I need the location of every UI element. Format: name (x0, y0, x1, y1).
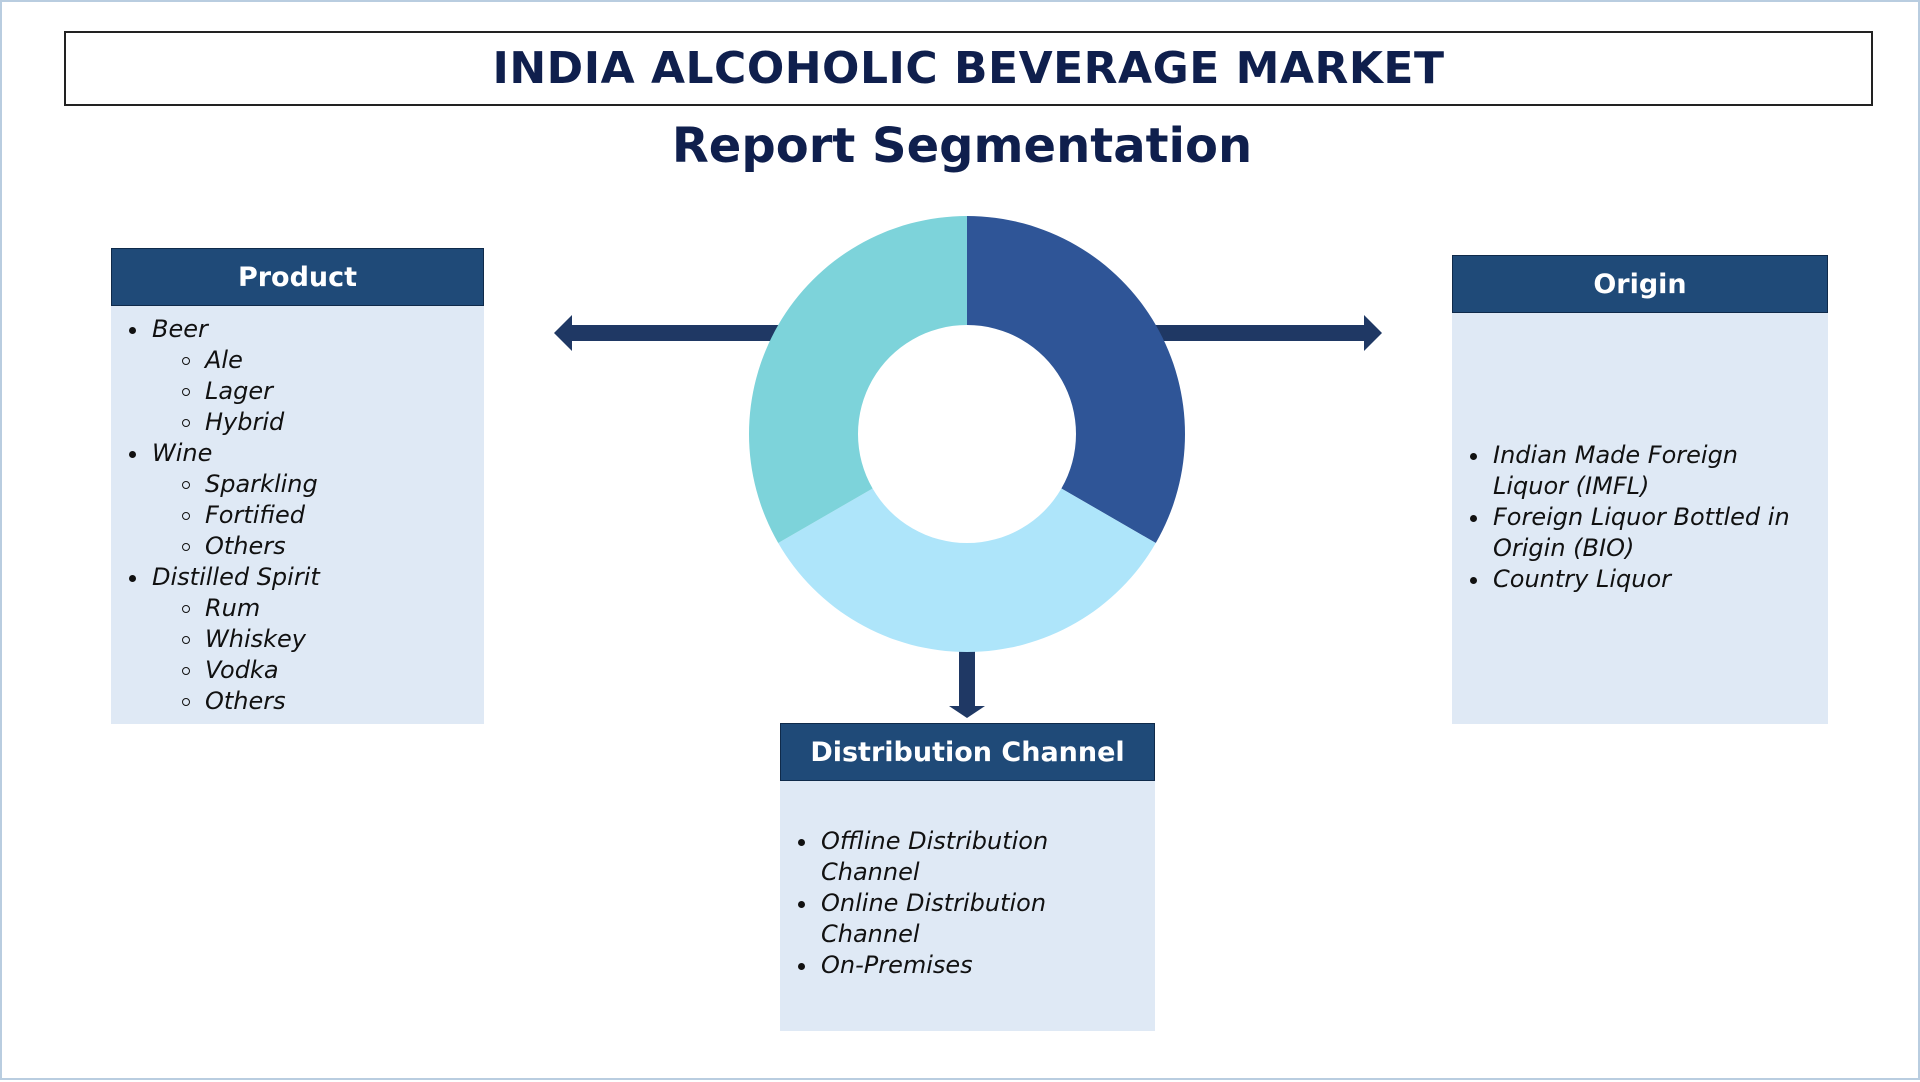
sub-list-item: Lager (111, 376, 484, 407)
list-item: Liquor (IMFL) (1493, 472, 1650, 500)
list-item: Online Distribution (780, 888, 1155, 919)
list-item: Channel (821, 858, 920, 886)
title-box: INDIA ALCOHOLIC BEVERAGE MARKET (64, 31, 1873, 106)
sub-list-item: Others (111, 531, 484, 562)
list-item: Wine (111, 438, 484, 469)
down-arrow-head (949, 706, 985, 718)
list-item: Foreign Liquor Bottled in (1452, 502, 1828, 533)
sub-list-item: Others (111, 686, 484, 717)
left-arrow-head (554, 315, 572, 351)
sub-list-item: Rum (111, 593, 484, 624)
list-item: Indian Made Foreign (1452, 440, 1828, 471)
list-item: On-Premises (780, 950, 1155, 981)
distribution-segment: Distribution Channel Offline Distributio… (780, 723, 1155, 1031)
left-arrow-shaft (568, 325, 783, 341)
list-item: Country Liquor (1452, 564, 1828, 595)
product-header: Product (111, 248, 484, 306)
list-item: Origin (BIO) (1493, 534, 1635, 562)
donut-segment-product (967, 216, 1185, 543)
right-arrow-head (1364, 315, 1382, 351)
sub-list-item: Ale (111, 345, 484, 376)
sub-list-item: Fortified (111, 500, 484, 531)
sub-list-item: Vodka (111, 655, 484, 686)
page-subtitle: Report Segmentation (671, 118, 1253, 174)
list-item: Offline Distribution (780, 826, 1155, 857)
list-item: Beer (111, 314, 484, 345)
sub-list-item: Hybrid (111, 407, 484, 438)
sub-list-item: Sparkling (111, 469, 484, 500)
right-arrow-shaft (1152, 325, 1368, 341)
origin-header: Origin (1452, 255, 1828, 313)
page-title: INDIA ALCOHOLIC BEVERAGE MARKET (492, 43, 1445, 94)
list-item: Distilled Spirit (111, 562, 484, 593)
list-item: Channel (821, 920, 920, 948)
distribution-header: Distribution Channel (780, 723, 1155, 781)
donut-segment-distribution (778, 488, 1156, 652)
down-arrow-shaft (959, 650, 975, 708)
sub-list-item: Whiskey (111, 624, 484, 655)
donut-segment-origin (749, 216, 967, 543)
